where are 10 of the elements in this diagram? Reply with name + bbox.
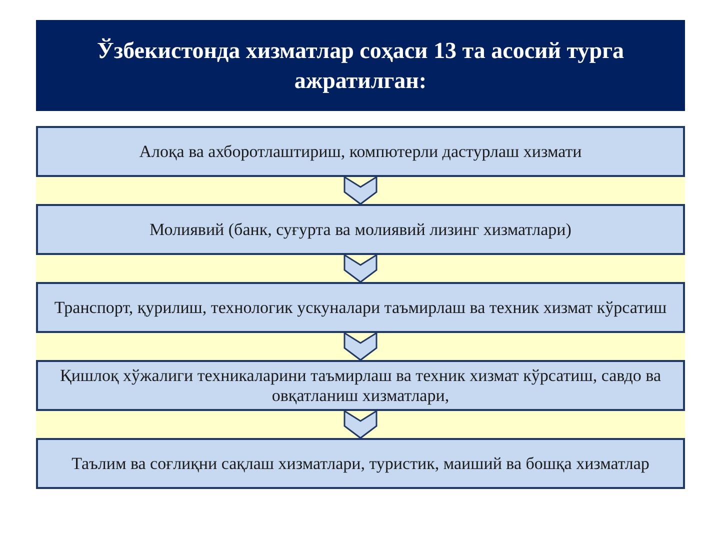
box-text: Молиявий (банк, суғурта ва молиявий лизинг хизматлари) [150,220,572,240]
chevron-arrow [344,332,378,361]
chevron-arrow [344,254,378,283]
box-text: Алоқа ва ахборотлаштириш, компютерли дастурлаш хизмати [139,142,582,162]
box-text: Таълим ва соғлиқни сақлаш хизматлари, туристик, маиший ва бошқа хизматлар [72,454,650,474]
box-text: Транспорт, қурилиш, технологик ускуналари таъмирлаш ва техник хизмат кўрсатиш [54,298,667,318]
chevron-arrow [344,176,378,205]
chevron-arrow [344,410,378,439]
title: Ўзбекистонда хизматлар соҳаси 13 та асосий турга ажратилган: [96,36,626,95]
box-text: Қишлоқ хўжалиги техникаларини таъмирлаш ва техник хизмат кўрсатиш, савдо ва овқатланиш хизматлари, [59,366,662,406]
